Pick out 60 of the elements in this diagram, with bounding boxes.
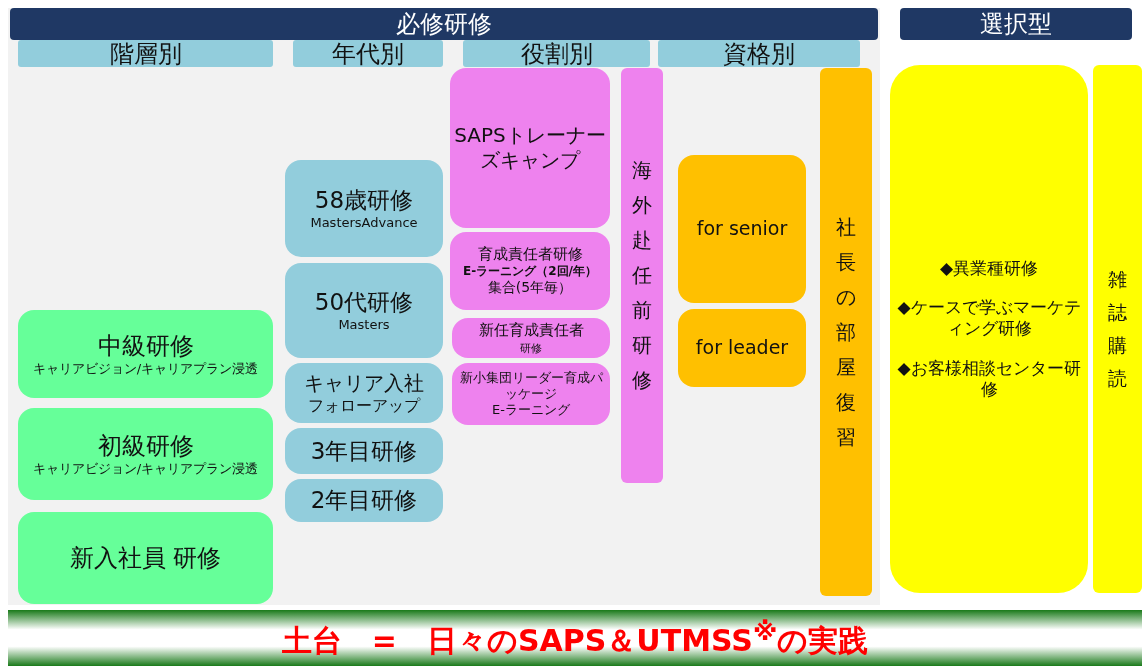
course-title: 新小集団リーダー育成パッケージ xyxy=(458,369,604,403)
course-box xyxy=(678,309,806,387)
header-label: 役割別 xyxy=(520,38,593,69)
elective-box xyxy=(890,65,1088,593)
course-title: SAPSトレーナーズキャンプ xyxy=(454,123,606,173)
vertical-label: 社長の部屋復習 xyxy=(836,213,856,451)
course-note: MastersAdvance xyxy=(310,214,418,231)
training-panel xyxy=(8,8,880,605)
column-header xyxy=(293,40,443,67)
column-header xyxy=(18,40,273,67)
vertical-label: 海外赴任前研修 xyxy=(632,157,652,394)
course-note: フォローアップ xyxy=(308,395,420,416)
column-header xyxy=(658,40,860,67)
course-box xyxy=(452,318,610,358)
column-header xyxy=(463,40,650,67)
course-box xyxy=(18,310,273,398)
course-box xyxy=(18,408,273,500)
course-title: for senior xyxy=(696,217,788,241)
vertical-label: 雑誌購読 xyxy=(1108,266,1127,392)
course-note: ◆ケースで学ぶマーケティング研修 xyxy=(896,297,1082,340)
course-title: 2年目研修 xyxy=(310,486,418,515)
course-box xyxy=(285,479,443,522)
course-title: 育成責任者研修 xyxy=(477,245,583,265)
course-box xyxy=(285,363,443,423)
course-column xyxy=(621,68,663,483)
course-box xyxy=(285,263,443,358)
section-heading: 選択型 xyxy=(900,8,1132,40)
course-note: 集合(5年毎） xyxy=(487,279,573,297)
course-note: キャリアビジョン/キャリアプラン浸透 xyxy=(32,360,259,378)
header-label: 年代別 xyxy=(332,38,404,69)
course-column xyxy=(1093,65,1142,593)
course-note: E-ラーニング（2回/年） xyxy=(463,264,597,280)
course-title: 3年目研修 xyxy=(310,436,418,466)
course-box xyxy=(18,512,273,604)
course-title: 58歳研修 xyxy=(314,186,414,215)
course-title: 新任育成責任者 xyxy=(478,320,584,340)
course-box xyxy=(450,68,610,228)
course-box xyxy=(285,428,443,474)
course-box xyxy=(450,232,610,310)
foundation-banner xyxy=(8,610,1142,666)
course-note: ◆お客様相談センター研修 xyxy=(896,357,1082,401)
course-title: ◆異業種研修 xyxy=(939,257,1039,280)
course-note: E-ラーニング xyxy=(492,402,570,419)
course-title: for leader xyxy=(695,336,789,360)
course-title: キャリア入社 xyxy=(304,370,424,396)
header-label: 資格別 xyxy=(723,38,795,69)
course-title: 中級研修 xyxy=(97,330,194,361)
course-title: 初級研修 xyxy=(97,430,194,461)
course-title: 新入社員 研修 xyxy=(69,543,222,573)
course-column xyxy=(820,68,872,596)
course-note: 研修 xyxy=(520,341,542,356)
course-box xyxy=(452,363,610,425)
header-label: 階層別 xyxy=(109,38,182,69)
course-note: キャリアビジョン/キャリアプラン浸透 xyxy=(32,460,259,478)
course-note: Masters xyxy=(338,316,390,333)
section-heading: 必修研修 xyxy=(10,8,878,40)
course-title: 50代研修 xyxy=(314,288,414,317)
course-box xyxy=(678,155,806,303)
course-box xyxy=(285,160,443,257)
banner-text: 土台 = 日々のSAPS＆UTMSS$^{※}$の実践 xyxy=(281,616,869,660)
